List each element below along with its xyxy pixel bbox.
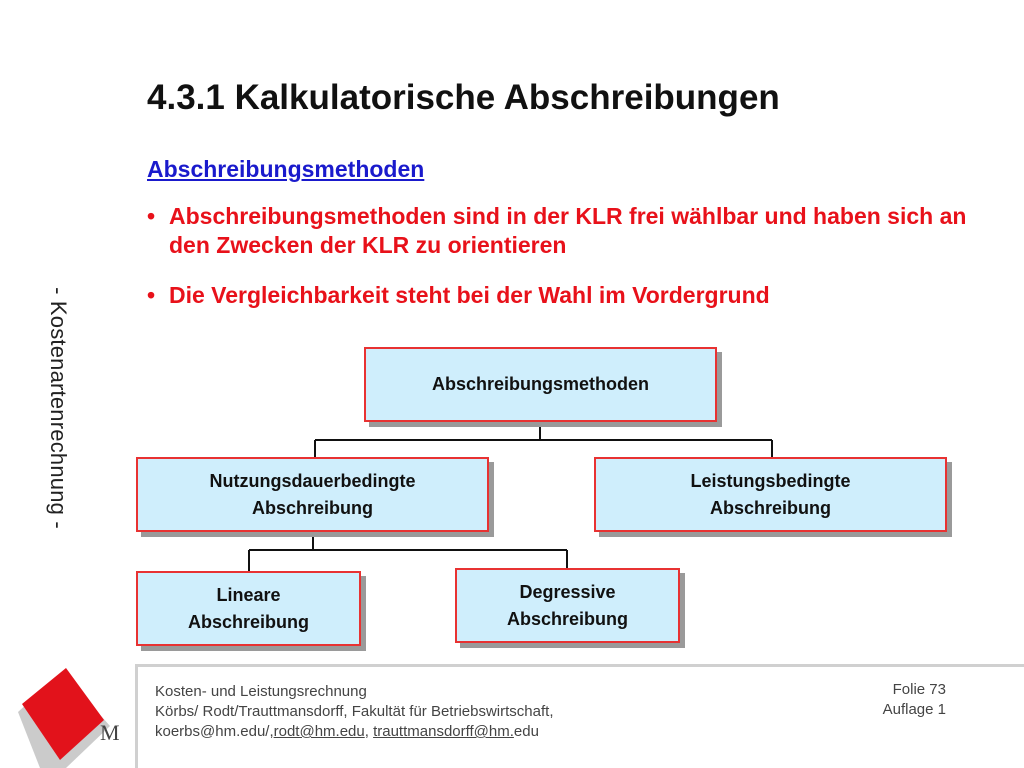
- footer-email-separator: ,: [364, 723, 374, 740]
- footer-emails: koerbs@hm.edu/,rodt@hm.edu, trauttmansdo…: [155, 722, 554, 742]
- footer-email-trauttmansdorff-link[interactable]: trauttmansdorff@hm.: [373, 723, 514, 740]
- footer-email-suffix: edu: [513, 723, 539, 740]
- bullet-item: Die Vergleichbarkeit steht bei der Wahl …: [147, 281, 977, 310]
- section-subtitle: Abschreibungsmethoden: [147, 156, 425, 182]
- footer-slide-info: Folie 73 Auflage 1: [883, 680, 946, 720]
- footer-email-rodt-link[interactable]: rodt@hm.edu: [273, 723, 365, 740]
- slide-number: Folie 73: [892, 681, 946, 698]
- node-degressiv: Degressive Abschreibung: [455, 568, 680, 643]
- slide-title: 4.3.1 Kalkulatorische Abschreibungen: [147, 78, 780, 117]
- node-linear: Lineare Abschreibung: [136, 571, 361, 646]
- footer-course-info: Kosten- und Leistungsrechnung Körbs/ Rod…: [155, 682, 554, 742]
- footer-email-koerbs: koerbs@hm.edu/,: [155, 723, 274, 740]
- edition-label: Auflage 1: [882, 701, 946, 718]
- bullet-item: Abschreibungsmethoden sind in der KLR fr…: [147, 202, 977, 260]
- university-logo: M: [18, 668, 120, 768]
- side-label: - Kostenartenrechnung -: [28, 258, 88, 558]
- footer-authors: Körbs/ Rodt/Trauttmansdorff, Fakultät fü…: [155, 703, 554, 720]
- logo-letter: M: [100, 720, 120, 745]
- node-leistungsbedingt: Leistungsbedingte Abschreibung: [594, 457, 947, 532]
- bullet-list: Abschreibungsmethoden sind in der KLR fr…: [147, 202, 977, 331]
- footer-divider: [135, 664, 1024, 667]
- node-nutzungsdauerbedingt: Nutzungsdauerbedingte Abschreibung: [136, 457, 489, 532]
- node-abschreibungsmethoden: Abschreibungsmethoden: [364, 347, 717, 422]
- logo-red-shape: [22, 668, 104, 760]
- side-label-text: - Kostenartenrechnung -: [46, 287, 72, 529]
- footer-course: Kosten- und Leistungsrechnung: [155, 683, 367, 700]
- footer-vertical-divider: [135, 664, 138, 768]
